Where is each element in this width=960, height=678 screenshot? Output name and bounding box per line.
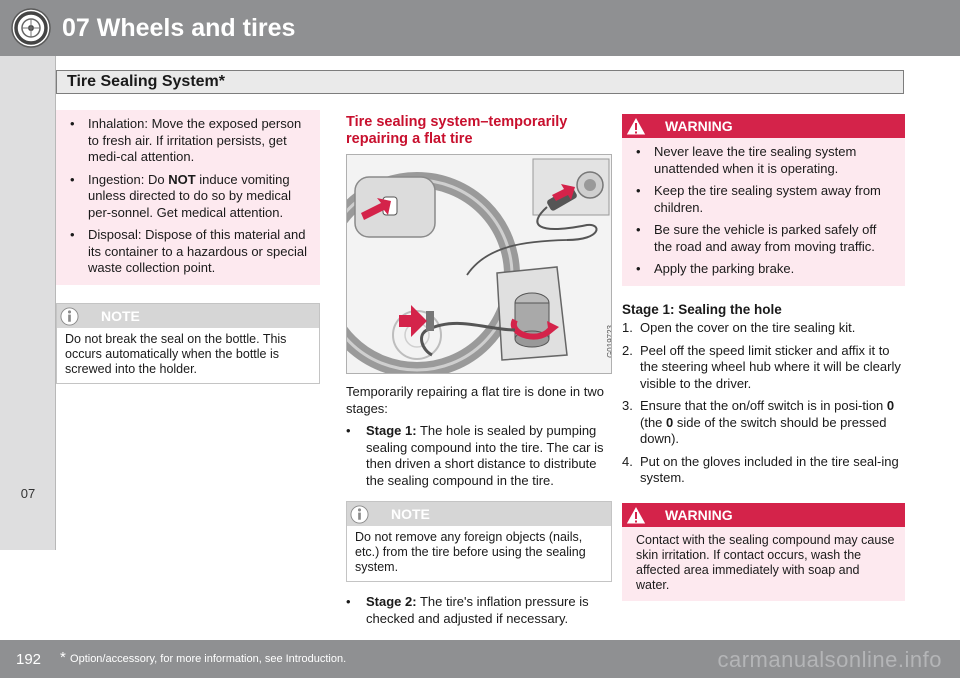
note-text: Do not break the seal on the bottle. Thi… [65,331,287,376]
chapter-title: 07 Wheels and tires [62,14,296,42]
list-item: Ingestion: Do NOT induce vomiting unless… [70,172,308,222]
section-title: Tire Sealing System* [67,73,225,90]
note-box: NOTE Do not remove any foreign objects (… [346,501,612,582]
list-item: 1.Open the cover on the tire sealing kit… [622,320,856,335]
list-item: Never leave the tire sealing system unat… [636,144,895,177]
warning-text: Contact with the sealing compound may ca… [622,526,905,601]
footnote: * Option/accessory, for more information… [60,649,347,666]
chapter-header: 07 Wheels and tires [0,0,960,56]
list-item: 4.Put on the gloves included in the tire… [622,453,899,486]
sealing-kit-drawing [347,158,610,373]
list-item: Be sure the vehicle is parked safely off… [636,222,895,255]
warning-label: WARNING [665,118,733,134]
note-label: NOTE [101,307,140,324]
figure-id: G019723 [606,325,612,358]
chapter-side-tab: 07 [0,56,56,550]
warning-box: WARNING Never leave the tire sealing sys… [622,114,905,286]
column-3: WARNING Never leave the tire sealing sys… [622,114,905,601]
watermark: carmanualsonline.info [717,647,942,672]
warning-triangle-icon [625,504,647,524]
info-icon [60,306,79,326]
note-text: Do not remove any foreign objects (nails… [355,530,586,574]
list-item: Stage 1: The hole is sealed by pumping s… [346,423,612,489]
warning-header: WARNING [622,114,905,138]
list-item: Stage 2: The tire's inflation pressure i… [346,594,612,627]
first-aid-box: Inhalation: Move the exposed person to f… [56,110,320,285]
note-header: NOTE [57,303,319,328]
section-bar: Tire Sealing System* [56,70,904,94]
warning-triangle-icon [625,116,647,136]
list-item: Keep the tire sealing system away from c… [636,183,895,216]
warning-label: WARNING [665,506,733,523]
warning-box: WARNING Contact with the sealing compoun… [622,502,905,601]
list-item: Disposal: Dispose of this material and i… [70,227,308,277]
note-label: NOTE [391,506,430,522]
warning-header: WARNING [622,502,905,527]
list-item: Apply the parking brake. [636,261,895,278]
note-box: NOTE Do not break the seal on the bottle… [56,302,320,384]
note-header: NOTE [347,502,611,526]
intro-paragraph: Temporarily repairing a flat tire is don… [346,384,604,416]
column-1: Inhalation: Move the exposed person to f… [56,110,320,384]
stage-heading: Stage 1: Sealing the hole [622,301,782,317]
subsection-heading: Tire sealing system–temporarily repairin… [346,114,568,147]
info-icon [350,505,369,524]
list-item: 2.Peel off the speed limit sticker and a… [622,342,901,391]
chapter-side-tab-label: 07 [20,486,36,501]
page-number: 192 [16,651,42,668]
wheel-icon [11,8,51,48]
column-2: Tire sealing system–temporarily repairin… [346,114,612,633]
warning-body: Never leave the tire sealing system unat… [622,138,905,286]
list-item: 3.Ensure that the on/off switch is in po… [622,398,895,446]
page-footer: 192 * Option/accessory, for more informa… [0,640,960,678]
tire-sealing-illustration: G019723 [346,154,612,374]
list-item: Inhalation: Move the exposed person to f… [70,116,308,166]
